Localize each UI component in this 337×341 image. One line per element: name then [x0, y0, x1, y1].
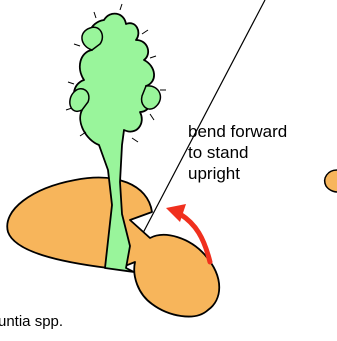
annotation-line-1: bend forward	[188, 121, 287, 142]
pad-outline-icon	[325, 170, 337, 192]
bend-forward-annotation: bend forward to stand upright	[188, 121, 287, 184]
annotation-line-3: upright	[188, 163, 287, 184]
annotation-line-2: to stand	[188, 142, 287, 163]
curved-arrow-icon	[166, 204, 186, 222]
species-caption: untia spp.	[0, 313, 63, 331]
cactus-side-pad-right	[142, 86, 161, 109]
